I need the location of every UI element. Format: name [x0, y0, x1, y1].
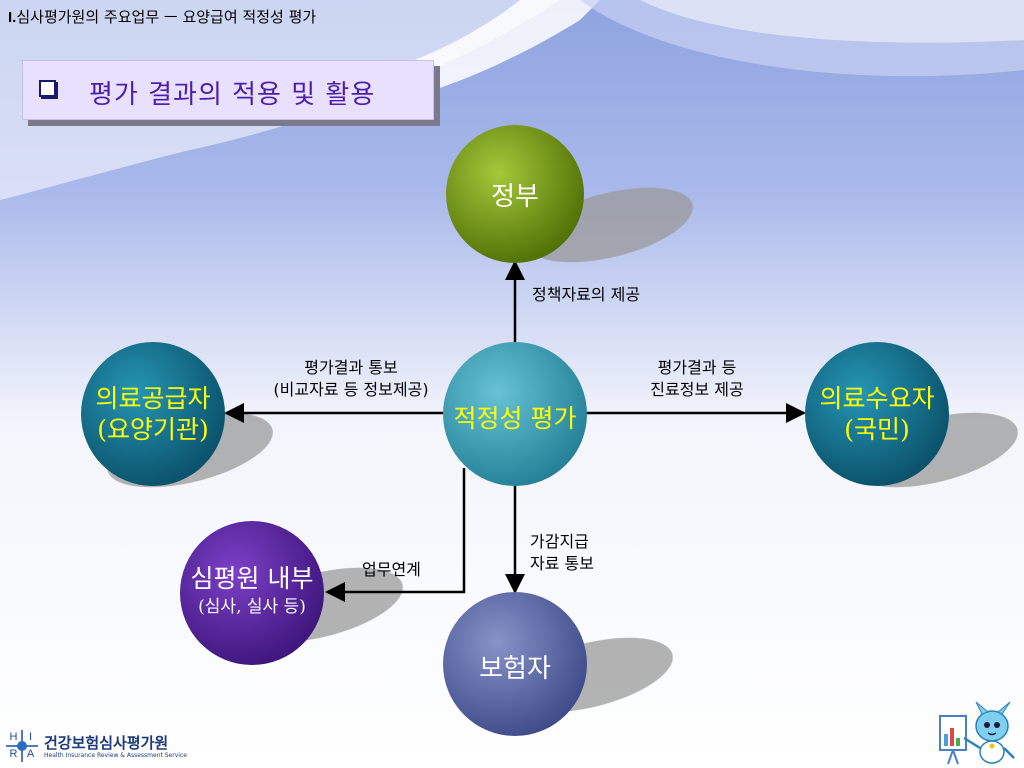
- edge-label-to-consumer: 평가결과 등 진료정보 제공: [617, 357, 777, 401]
- internal-label-line1: 심평원 내부: [190, 564, 314, 593]
- logo-letter-a: A: [26, 748, 35, 760]
- edge-label-to-insurer-line2: 자료 통보: [530, 554, 594, 573]
- header-text: 심사평가원의 주요업무 ㅡ 요양급여 적정성 평가: [16, 8, 317, 26]
- provider-label-line2: (요양기관): [97, 415, 209, 444]
- consumer-node: [805, 342, 949, 486]
- insurer-node: [443, 592, 587, 736]
- center-node: [443, 342, 587, 486]
- consumer-label-line2: (국민): [844, 415, 910, 444]
- consumer-label: 의료수요자 (국민): [795, 383, 959, 445]
- edge-label-to-internal: 업무연계: [362, 560, 421, 579]
- title-box: 평가 결과의 적용 및 활용: [22, 60, 434, 120]
- consumer-label-line1: 의료수요자: [819, 384, 935, 413]
- logo-letter-h: H: [9, 731, 18, 743]
- slide-header: I.심사평가원의 주요업무 ㅡ 요양급여 적정성 평가: [8, 6, 316, 27]
- edge-label-to-consumer-line2: 진료정보 제공: [650, 380, 744, 399]
- edge-label-to-government: 정책자료의 제공: [532, 285, 641, 304]
- internal-label: 심평원 내부 (심사, 실사 등): [170, 563, 334, 619]
- provider-label-line1: 의료공급자: [95, 384, 211, 413]
- edge-label-to-provider: 평가결과 통보 (비교자료 등 정보제공): [236, 357, 466, 401]
- government-node: [446, 125, 584, 263]
- government-label: 정부: [491, 182, 539, 212]
- edge-label-to-provider-line1: 평가결과 통보: [304, 358, 398, 377]
- edge-label-to-insurer-line1: 가감지급: [530, 532, 589, 551]
- internal-node: [180, 521, 324, 665]
- provider-label: 의료공급자 (요양기관): [71, 383, 235, 445]
- center-label: 적정성 평가: [453, 404, 577, 433]
- logo-subtitle: Health Insurance Review & Assessment Ser…: [44, 752, 187, 759]
- edge-label-to-insurer: 가감지급 자료 통보: [530, 531, 594, 575]
- slide-title: 평가 결과의 적용 및 활용: [89, 80, 376, 110]
- insurer-label: 보험자: [479, 654, 551, 684]
- edge-label-to-consumer-line1: 평가결과 등: [657, 358, 737, 377]
- hira-logo: H I R A 건강보험심사평가원 Health Insurance Revie…: [6, 726, 187, 764]
- internal-label-line2: (심사, 실사 등): [198, 597, 306, 617]
- logo-name: 건강보험심사평가원: [44, 734, 169, 752]
- hira-logo-mark: H I R A: [6, 730, 38, 762]
- edge-label-to-provider-line2: (비교자료 등 정보제공): [273, 380, 429, 399]
- logo-letter-i: I: [28, 731, 33, 743]
- mascot-presenter-icon: [939, 701, 1015, 765]
- logo-letter-r: R: [9, 748, 18, 760]
- checkbox-bullet-icon: [39, 80, 56, 97]
- connectors: [224, 260, 806, 602]
- header-roman: I.: [8, 9, 17, 26]
- provider-node: [81, 342, 225, 486]
